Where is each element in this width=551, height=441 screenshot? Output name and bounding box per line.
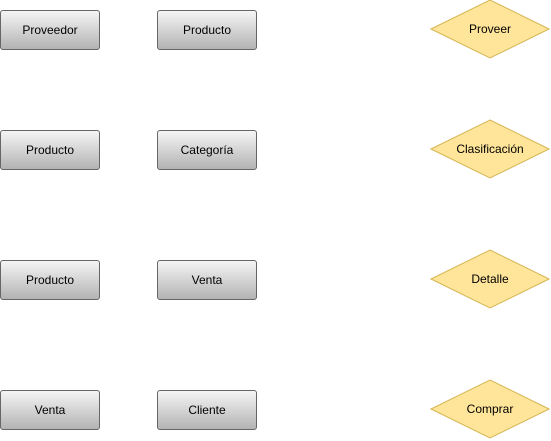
entity-proveedor[interactable]: Proveedor: [0, 10, 100, 50]
relation-diamond: [430, 119, 550, 179]
entity-venta[interactable]: Venta: [157, 260, 257, 300]
relation-clasificacion[interactable]: Clasificación: [430, 119, 550, 179]
entity-venta[interactable]: Venta: [0, 390, 100, 430]
relation-proveer[interactable]: Proveer: [430, 0, 550, 59]
entity-producto[interactable]: Producto: [157, 10, 257, 50]
relation-diamond: [430, 0, 550, 59]
entity-producto[interactable]: Producto: [0, 260, 100, 300]
entity-categoria[interactable]: Categoría: [157, 130, 257, 170]
entity-producto[interactable]: Producto: [0, 130, 100, 170]
entity-label: Categoría: [180, 143, 234, 157]
relation-label: Proveer: [468, 22, 512, 36]
relation-diamond: [430, 379, 550, 439]
relation-diamond: [430, 249, 550, 309]
entity-label: Venta: [34, 403, 66, 417]
entity-label: Producto: [25, 143, 75, 157]
entity-label: Proveedor: [22, 23, 78, 37]
entity-label: Producto: [182, 23, 232, 37]
entity-label: Cliente: [188, 403, 226, 417]
relation-detalle[interactable]: Detalle: [430, 249, 550, 309]
entity-label: Producto: [25, 273, 75, 287]
relation-label: Clasificación: [456, 142, 524, 156]
entity-label: Venta: [191, 273, 223, 287]
relation-comprar[interactable]: Comprar: [430, 379, 550, 439]
relation-label: Detalle: [471, 272, 509, 286]
relation-label: Comprar: [466, 402, 514, 416]
entity-cliente[interactable]: Cliente: [157, 390, 257, 430]
